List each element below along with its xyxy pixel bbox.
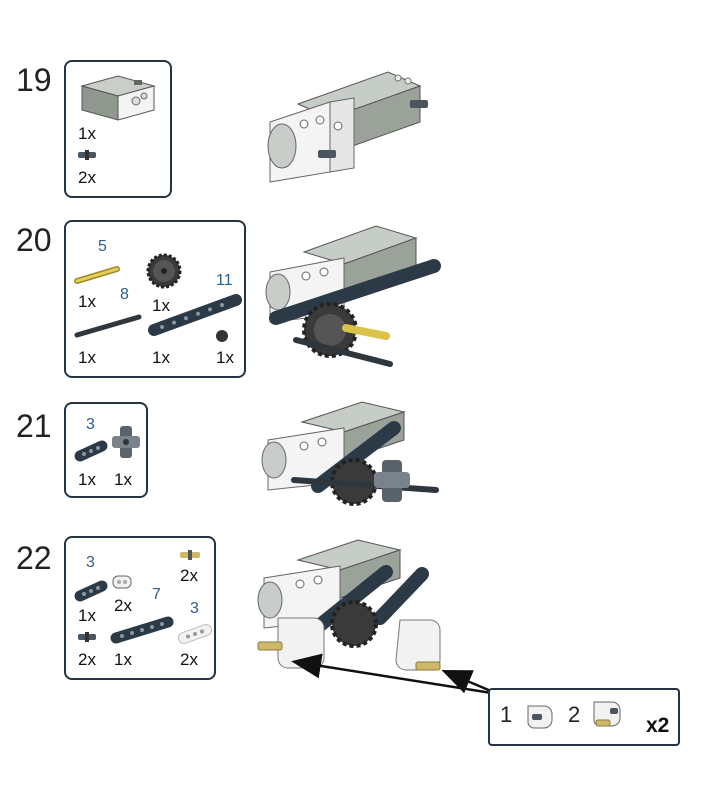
part-qty-beam-7: 1x <box>114 650 132 669</box>
part-qty-short-beam: 1x <box>78 606 96 625</box>
part-qty-short-beam: 1x <box>78 470 96 489</box>
callout-sub-step-2: 2 <box>568 702 581 727</box>
parts-box-step-20: 5 1x 1x 8 11 1x 1x 1x <box>64 220 246 378</box>
part-length-beam-11: 11 <box>216 272 233 289</box>
dark-axle-part-icon <box>74 314 142 338</box>
parts-box-step-22: 3 2x 1x 2x 7 3 2x 1x 2x <box>64 536 216 680</box>
parts-box-step-19: 1x 2x <box>64 60 172 198</box>
step-number-22: 22 <box>16 540 52 576</box>
model-step-19-illustration <box>267 71 428 183</box>
part-qty-cross-connector: 1x <box>114 470 132 489</box>
medium-motor-part-icon <box>80 75 156 121</box>
part-qty-connector-peg: 2x <box>78 650 96 669</box>
connector-peg-part-icon <box>78 632 96 642</box>
part-length-beam-3b: 3 <box>190 600 199 617</box>
part-qty-peg: 2x <box>78 168 96 187</box>
short-beam-part-icon <box>74 580 108 602</box>
callout-multiplier: x2 <box>646 714 670 737</box>
part-qty-motor: 1x <box>78 124 96 143</box>
part-qty-white-liftarm: 2x <box>114 596 132 615</box>
tan-peg-part-icon <box>180 550 200 560</box>
step-number-20: 20 <box>16 222 52 258</box>
part-length-axle-5: 5 <box>98 238 107 255</box>
white-beam-part-icon <box>178 624 212 644</box>
step-number-19: 19 <box>16 62 52 98</box>
callout-sub-step-1: 1 <box>500 702 513 727</box>
cross-connector-part-icon <box>112 426 140 458</box>
part-length-axle-8: 8 <box>120 286 129 303</box>
beam-part-icon <box>148 294 242 336</box>
part-qty-axle-5: 1x <box>78 292 96 311</box>
beam-part-icon <box>110 616 174 644</box>
bushing-part-icon <box>216 330 228 342</box>
white-liftarm-part-icon <box>112 575 132 589</box>
model-step-20-illustration <box>265 225 441 367</box>
subassembly-callout: 1 2 x2 <box>488 688 680 746</box>
liftarm-with-peg-icon <box>527 705 553 729</box>
gear-part-icon <box>146 253 182 289</box>
model-step-21-illustration <box>261 401 439 506</box>
part-length-beam-3a: 3 <box>86 554 95 571</box>
part-qty-tan-peg: 2x <box>180 566 198 585</box>
part-qty-gear: 1x <box>152 296 170 315</box>
part-qty-beam-11: 1x <box>152 348 170 367</box>
step-number-21: 21 <box>16 408 52 444</box>
part-qty-bushing: 1x <box>216 348 234 367</box>
short-beam-part-icon <box>74 440 108 462</box>
part-qty-axle-8: 1x <box>78 348 96 367</box>
liftarm-with-tan-peg-icon <box>593 701 621 727</box>
part-length-beam-7: 7 <box>152 586 161 603</box>
part-length-beam-3: 3 <box>86 416 95 433</box>
part-qty-white-beam: 2x <box>180 650 198 669</box>
model-step-22-illustration <box>257 539 441 671</box>
parts-box-step-21: 3 1x 1x <box>64 402 148 498</box>
connector-peg-part-icon <box>78 150 96 160</box>
yellow-axle-part-icon <box>74 266 120 284</box>
